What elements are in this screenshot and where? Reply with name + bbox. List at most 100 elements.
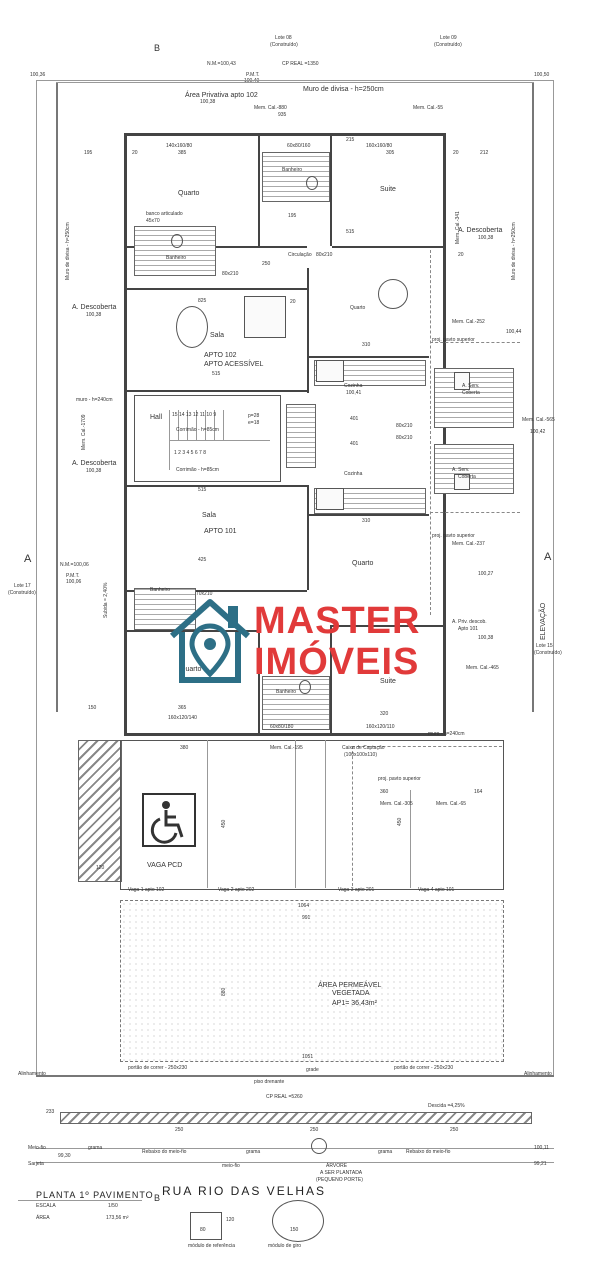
service-area-tile-top [434, 368, 514, 428]
wall-banheiro-bottom-left [258, 630, 260, 733]
lot-line-right [553, 80, 554, 1075]
lote-17: Lote 17 [14, 583, 31, 589]
section-a-right: A [544, 551, 552, 563]
area-value: 173,56 m² [106, 1215, 129, 1221]
hall-stair-box [134, 395, 281, 482]
dim-450-b: 450 [397, 817, 403, 826]
dim-195-b: 195 [288, 213, 297, 219]
vaga-1: Vaga 1 apto 102 [128, 887, 165, 893]
street-name: RUA RIO DAS VELHAS [162, 1184, 327, 1198]
rebaixo-left: Rebaixo do meio-fio [142, 1149, 187, 1155]
dim-401-b: 401 [350, 441, 359, 447]
lote-15-sub: (Construído) [534, 650, 562, 656]
vaga-2: Vaga 2 apto 202 [218, 887, 255, 893]
dim-385-a: 385 [178, 150, 187, 156]
grama-3: grama [378, 1149, 393, 1155]
section-marker-b-bottom: B [154, 1193, 161, 1203]
module-80: 80 [200, 1227, 206, 1233]
room-quarto-101: Quarto [352, 560, 374, 567]
muro-divisa-left: Muro de divisa - h=250cm [65, 222, 71, 280]
proj-line-3 [352, 746, 502, 747]
room-sala-102: Sala [210, 332, 225, 339]
stair-line-5 [205, 410, 206, 440]
mem-cal-465: Mem. Cal.-465 [466, 665, 499, 671]
nm-100-06: N.M.=100,06 [60, 562, 89, 568]
dim-250-b: 250 [175, 1127, 184, 1133]
mem-cal-252: Mem. Cal.-252 [452, 319, 485, 325]
room-sala-101: Sala [202, 512, 217, 519]
level-100-38-e: 100,38 [478, 635, 494, 641]
area-label: ÁREA [36, 1215, 50, 1221]
toilet-bottom [299, 680, 311, 694]
a-serv-coberta-2: A. Serv. [452, 467, 470, 473]
stair-line-3 [187, 410, 188, 440]
mem-cal-1709: Mem. Cal.-1709 [81, 414, 87, 450]
wall-row1-bottom-left [127, 246, 307, 248]
room-quarto-bl: Quarto [180, 666, 202, 673]
accessible-hatch-area [78, 740, 122, 882]
dim-20-a: 20 [132, 150, 138, 156]
vaga-pcd: VAGA PCD [147, 862, 183, 869]
bath-top-tile [262, 152, 330, 202]
room-suite-top: Suite [380, 186, 396, 193]
dim-120-a: 120 [96, 865, 105, 871]
wheelchair-icon [142, 793, 196, 847]
mem-cal-305: Mem. Cal.-305 [380, 801, 413, 807]
proj-line-vertical [430, 250, 432, 615]
plan-title: PLANTA 1º PAVIMENTO [36, 1190, 154, 1200]
lot-line-left [36, 80, 37, 1075]
dim-310-a: 310 [362, 342, 371, 348]
module-120: 120 [226, 1217, 235, 1223]
dim-425: 425 [198, 557, 207, 563]
arvore: ÁRVORE [326, 1163, 348, 1169]
wall-divisa-left [56, 82, 58, 712]
proj-line-2 [430, 512, 520, 513]
lot-line-top [36, 80, 554, 81]
module-150: 150 [290, 1227, 299, 1233]
stove-bottom [316, 488, 344, 510]
caixa-captacao: Caixa de Captação [342, 745, 385, 751]
level-100-42: 100,42 [530, 429, 546, 435]
dim-20-b: 20 [453, 150, 459, 156]
a-serv-coberta-1: A. Serv. [462, 383, 480, 389]
section-marker-b: B [154, 43, 161, 53]
caixa-dim: (100x100x110) [344, 752, 377, 758]
alinhamento-left: Alinhamento [18, 1071, 46, 1077]
section-a-left: A [24, 553, 32, 565]
sidewalk-strip [60, 1112, 532, 1124]
wall-sala102-right [307, 268, 309, 393]
pmt-mid-val: 100,06 [66, 579, 82, 585]
dim-233: 233 [46, 1109, 55, 1115]
parking-area [120, 740, 504, 890]
wall-sala102-bottom [127, 390, 307, 392]
mem-cal-195: Mem. Cal.-195 [270, 745, 303, 751]
banco-dim: 45x70 [146, 218, 160, 224]
arvore-sub: A SER PLANTADA [320, 1170, 363, 1176]
turning-circle-sala [176, 306, 208, 348]
dim-320: 320 [380, 711, 389, 717]
elevacao: ELEVAÇÃO [540, 602, 547, 640]
corner-level-tr: 100,50 [534, 72, 550, 78]
dim-195-a: 195 [84, 150, 93, 156]
dim-515-b: 515 [212, 371, 221, 377]
dim-450-a: 450 [221, 819, 227, 828]
arvore-sub2: (PEQUENO PORTE) [316, 1177, 363, 1183]
dim-310-b: 310 [362, 518, 371, 524]
alinhamento-right: Alinhamento [524, 1071, 552, 1077]
corner-level-tl: 100,36 [30, 72, 46, 78]
bldg-wall-top [124, 133, 446, 136]
a-serv-coberta-1b: Coberta [462, 390, 480, 396]
master-imoveis-logo [168, 596, 430, 688]
cp-real-top: CP REAL =1350 [282, 61, 319, 67]
escala-value: 1/50 [108, 1203, 118, 1209]
door-70x210-a: 70x210 [196, 591, 213, 597]
toilet-top [306, 176, 318, 190]
win-quarto-top: 140x160/80 [166, 143, 193, 149]
room-banheiro-left: Banheiro [166, 255, 187, 261]
stair-line-6 [214, 410, 215, 440]
dim-20-c: 20 [290, 299, 296, 305]
sarjeta: Sarjeta [28, 1161, 44, 1167]
parking-divider-4 [410, 790, 411, 888]
piso-drenante: piso drenante [254, 1079, 285, 1085]
vegetada: VEGETADA [332, 990, 370, 997]
